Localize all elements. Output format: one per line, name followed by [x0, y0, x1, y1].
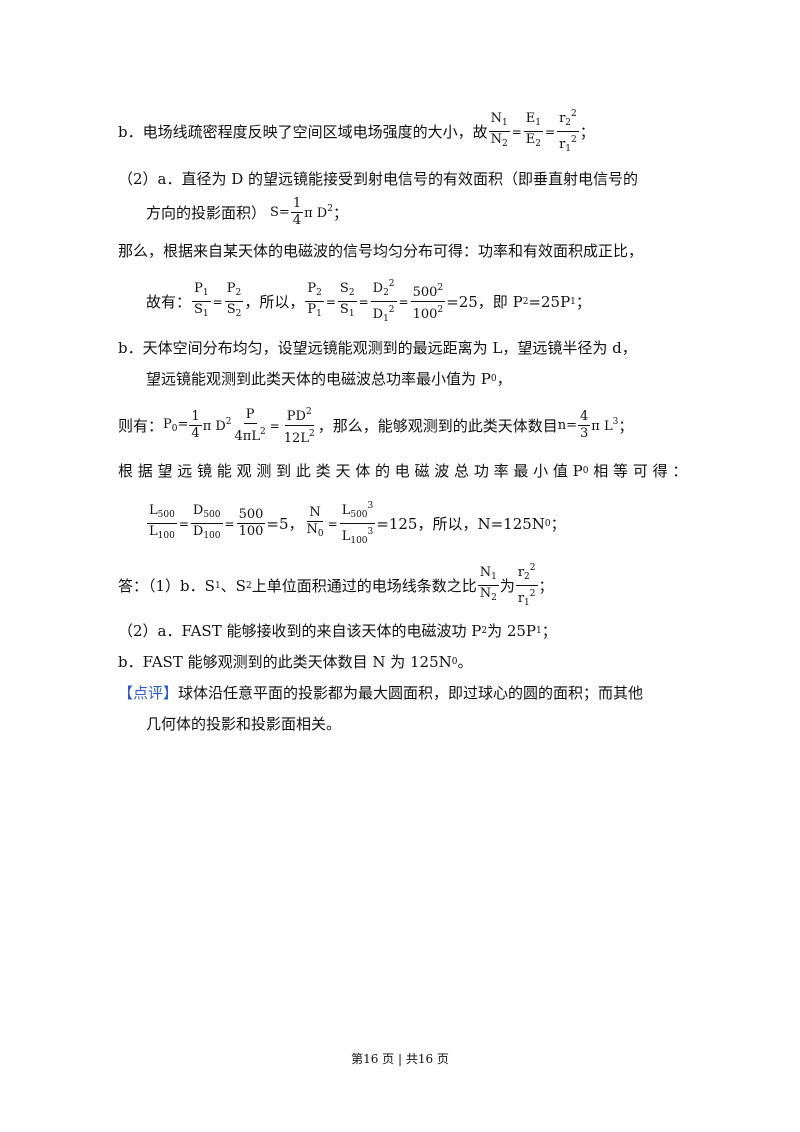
line-12-text: （2）a．FAST 能够接收到的来自该天体的电磁波功 P	[118, 622, 482, 640]
formula-s: S=	[270, 205, 290, 220]
page-footer: 第16 页 | 共16 页	[351, 1052, 449, 1066]
line-9-text: 根 据 望 远 镜 能 观 测 到 此 类 天 体 的 电 磁 波 总 功 率 …	[118, 462, 583, 480]
line-13-text: b．FAST 能够观测到的此类天体数目 N 为 125N	[118, 653, 452, 671]
line-5-val2: =25P	[528, 292, 571, 311]
line-10-tail: ；	[550, 515, 566, 533]
line-7-text: 望远镜能观测到此类天体的电磁波总功率最小值为 P	[146, 370, 491, 388]
line-5-pre: 故有：	[146, 293, 192, 311]
line-11-wei: 为	[499, 577, 515, 595]
line-14-text: 球体沿任意平面的投影都为最大圆面积，即过球心的圆的面积；而其他	[178, 684, 644, 702]
line-11-tail: ；	[538, 577, 554, 595]
line-3-text: 方向的投影面积）	[146, 204, 267, 222]
line-5-val: =25，即 P	[446, 293, 523, 311]
line-4: 那么，根据来自某天体的电磁波的信号均匀分布可得：功率和有效面积成正比，	[118, 240, 643, 261]
line-7-tail: ，	[496, 370, 512, 388]
line-12-tail: ；	[541, 622, 557, 640]
line-2-text: （2）a．直径为 D 的望远镜能接受到射电信号的有效面积（即垂直射电信号的	[118, 170, 639, 188]
line-15: 几何体的投影和投影面相关。	[146, 713, 341, 734]
line-1-text: b．电场线疏密程度反映了空间区域电场强度的大小，故	[118, 123, 488, 141]
line-11-mid2: 上单位面积通过的电场线条数之比	[251, 577, 477, 595]
line-2: （2）a．直径为 D 的望远镜能接受到射电信号的有效面积（即垂直射电信号的	[118, 168, 638, 189]
line-8-pre: 则有：	[118, 417, 164, 435]
line-6: b．天体空间分布均匀，设望远镜能观测到的最远距离为 L，望远镜半径为 d，	[118, 337, 637, 358]
line-4-text: 那么，根据来自某天体的电磁波的信号均匀分布可得：功率和有效面积成正比，	[118, 242, 644, 260]
line-13-tail: 。	[457, 653, 473, 671]
line-5-tail: ；	[575, 293, 591, 311]
line-3-tail: ；	[332, 204, 348, 222]
line-10-v2: =125，所以，N=125N	[376, 515, 545, 533]
line-14: 【点评】球体沿任意平面的投影都为最大圆面积，即过球心的圆的面积；而其他	[118, 682, 643, 703]
line-9: 根 据 望 远 镜 能 观 测 到 此 类 天 体 的 电 磁 波 总 功 率 …	[118, 462, 688, 480]
line-12-mid: 为 25P	[487, 622, 537, 640]
line-8-tail: ；	[618, 417, 634, 435]
line-6-text: b．天体空间分布均匀，设望远镜能观测到的最远距离为 L，望远镜半径为 d，	[118, 339, 637, 357]
line-5-mid: ，所以，	[244, 293, 305, 311]
line-11-mid: 、S	[220, 577, 246, 595]
line-9-tail: 相 等 可 得 ：	[593, 462, 688, 480]
line-15-text: 几何体的投影和投影面相关。	[146, 715, 342, 733]
line-1-tail: ；	[579, 123, 595, 141]
line-11-pre: 答：（1）b．S	[118, 577, 215, 595]
review-tag: 【点评】	[118, 684, 179, 702]
line-8-mid: ，那么，能够观测到的此类天体数目	[317, 417, 558, 435]
line-10-v1: =5，	[266, 515, 304, 533]
